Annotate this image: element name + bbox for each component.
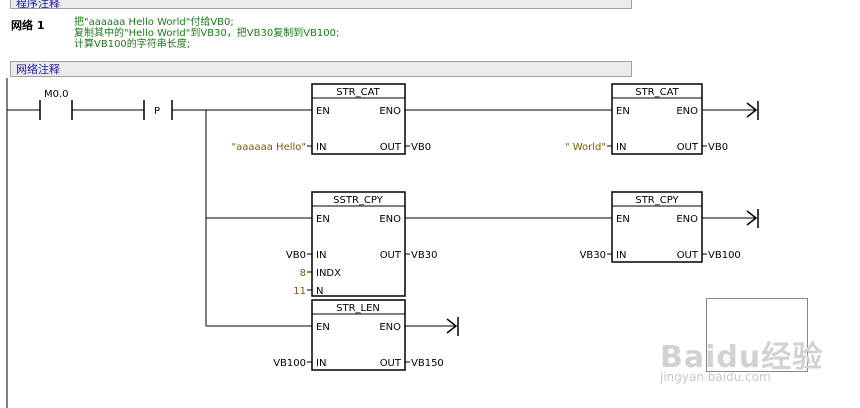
operand-out-value: VB30: [411, 250, 437, 261]
block-str-cat-2[interactable]: STR_CAT EN ENO IN OUT " World" VB0: [565, 83, 728, 155]
watermark-brand: Baidu经验: [660, 340, 824, 375]
pin-out: OUT: [677, 250, 699, 261]
block-sstr-cpy-title: SSTR_CPY: [333, 195, 384, 206]
network-comment-line-2: 复制其中的"Hello World"到VB30，把VB30复制到VB100;: [74, 28, 340, 39]
block-str-cat-1[interactable]: STR_CAT EN ENO IN OUT "aaaaaa Hello" VB0: [232, 83, 432, 155]
operand-in-value: VB100: [273, 358, 306, 369]
pin-eno: ENO: [379, 322, 401, 333]
pin-in: IN: [316, 250, 326, 261]
block-str-cpy[interactable]: STR_CPY EN ENO IN OUT VB30 VB100: [580, 191, 741, 263]
eno-arrow-3-icon: [446, 317, 459, 336]
pin-en: EN: [316, 322, 330, 333]
block-str-cat-2-title: STR_CAT: [635, 87, 679, 98]
operand-out-value: VB100: [708, 250, 741, 261]
contact-m00-label: M0.0: [44, 89, 69, 100]
network-comment-line-1: 把"aaaaaa Hello World"付给VB0;: [74, 17, 234, 28]
network-label: 网络 1: [11, 19, 45, 32]
rung-wires: [7, 109, 756, 327]
network-comment-bar[interactable]: 网络注释: [10, 61, 632, 77]
pin-in: IN: [616, 250, 626, 261]
pin-out: OUT: [380, 142, 402, 153]
pin-out: OUT: [380, 250, 402, 261]
network-comment-line-3: 计算VB100的字符串长度;: [74, 39, 191, 50]
operand-indx-value: 8: [300, 268, 306, 279]
pin-en: EN: [616, 214, 630, 225]
operand-in-value: VB30: [580, 250, 606, 261]
operand-out-value: VB0: [708, 142, 728, 153]
program-comment-title: 程序注释: [16, 0, 60, 10]
program-comment-bar[interactable]: 程序注释: [10, 0, 632, 10]
pin-en: EN: [616, 106, 630, 117]
watermark-url: jingyan.baidu.com: [660, 370, 771, 384]
contact-m00[interactable]: M0.0: [39, 89, 73, 120]
operand-out-value: VB0: [411, 142, 431, 153]
pin-eno: ENO: [676, 106, 698, 117]
pin-en: EN: [316, 214, 330, 225]
block-str-len[interactable]: STR_LEN EN ENO IN OUT VB100 VB150: [273, 299, 444, 371]
contact-p[interactable]: P: [143, 100, 173, 120]
pin-out: OUT: [380, 358, 402, 369]
operand-in-value: "aaaaaa Hello": [232, 142, 307, 153]
pin-out: OUT: [677, 142, 699, 153]
operand-in-value: VB0: [286, 250, 306, 261]
pin-eno: ENO: [676, 214, 698, 225]
watermark-box: [706, 298, 808, 372]
pin-indx: INDX: [316, 268, 341, 279]
block-str-len-title: STR_LEN: [336, 303, 380, 314]
network-comment-title: 网络注释: [16, 63, 60, 76]
block-str-cat-1-title: STR_CAT: [336, 87, 380, 98]
eno-arrow-1-icon: [746, 101, 759, 120]
operand-in-value: " World": [565, 142, 606, 153]
contact-p-label: P: [154, 106, 160, 117]
pin-in: IN: [616, 142, 626, 153]
block-sstr-cpy[interactable]: SSTR_CPY EN ENO IN INDX N OUT VB0 8 11 V…: [286, 191, 438, 297]
operand-out-value: VB150: [411, 358, 444, 369]
pin-in: IN: [316, 142, 326, 153]
pin-in: IN: [316, 358, 326, 369]
pin-eno: ENO: [379, 106, 401, 117]
operand-n-value: 11: [293, 286, 306, 297]
block-str-cpy-title: STR_CPY: [635, 195, 679, 206]
pin-n: N: [316, 286, 323, 297]
pin-eno: ENO: [379, 214, 401, 225]
pin-en: EN: [316, 106, 330, 117]
eno-arrow-2-icon: [746, 209, 759, 228]
